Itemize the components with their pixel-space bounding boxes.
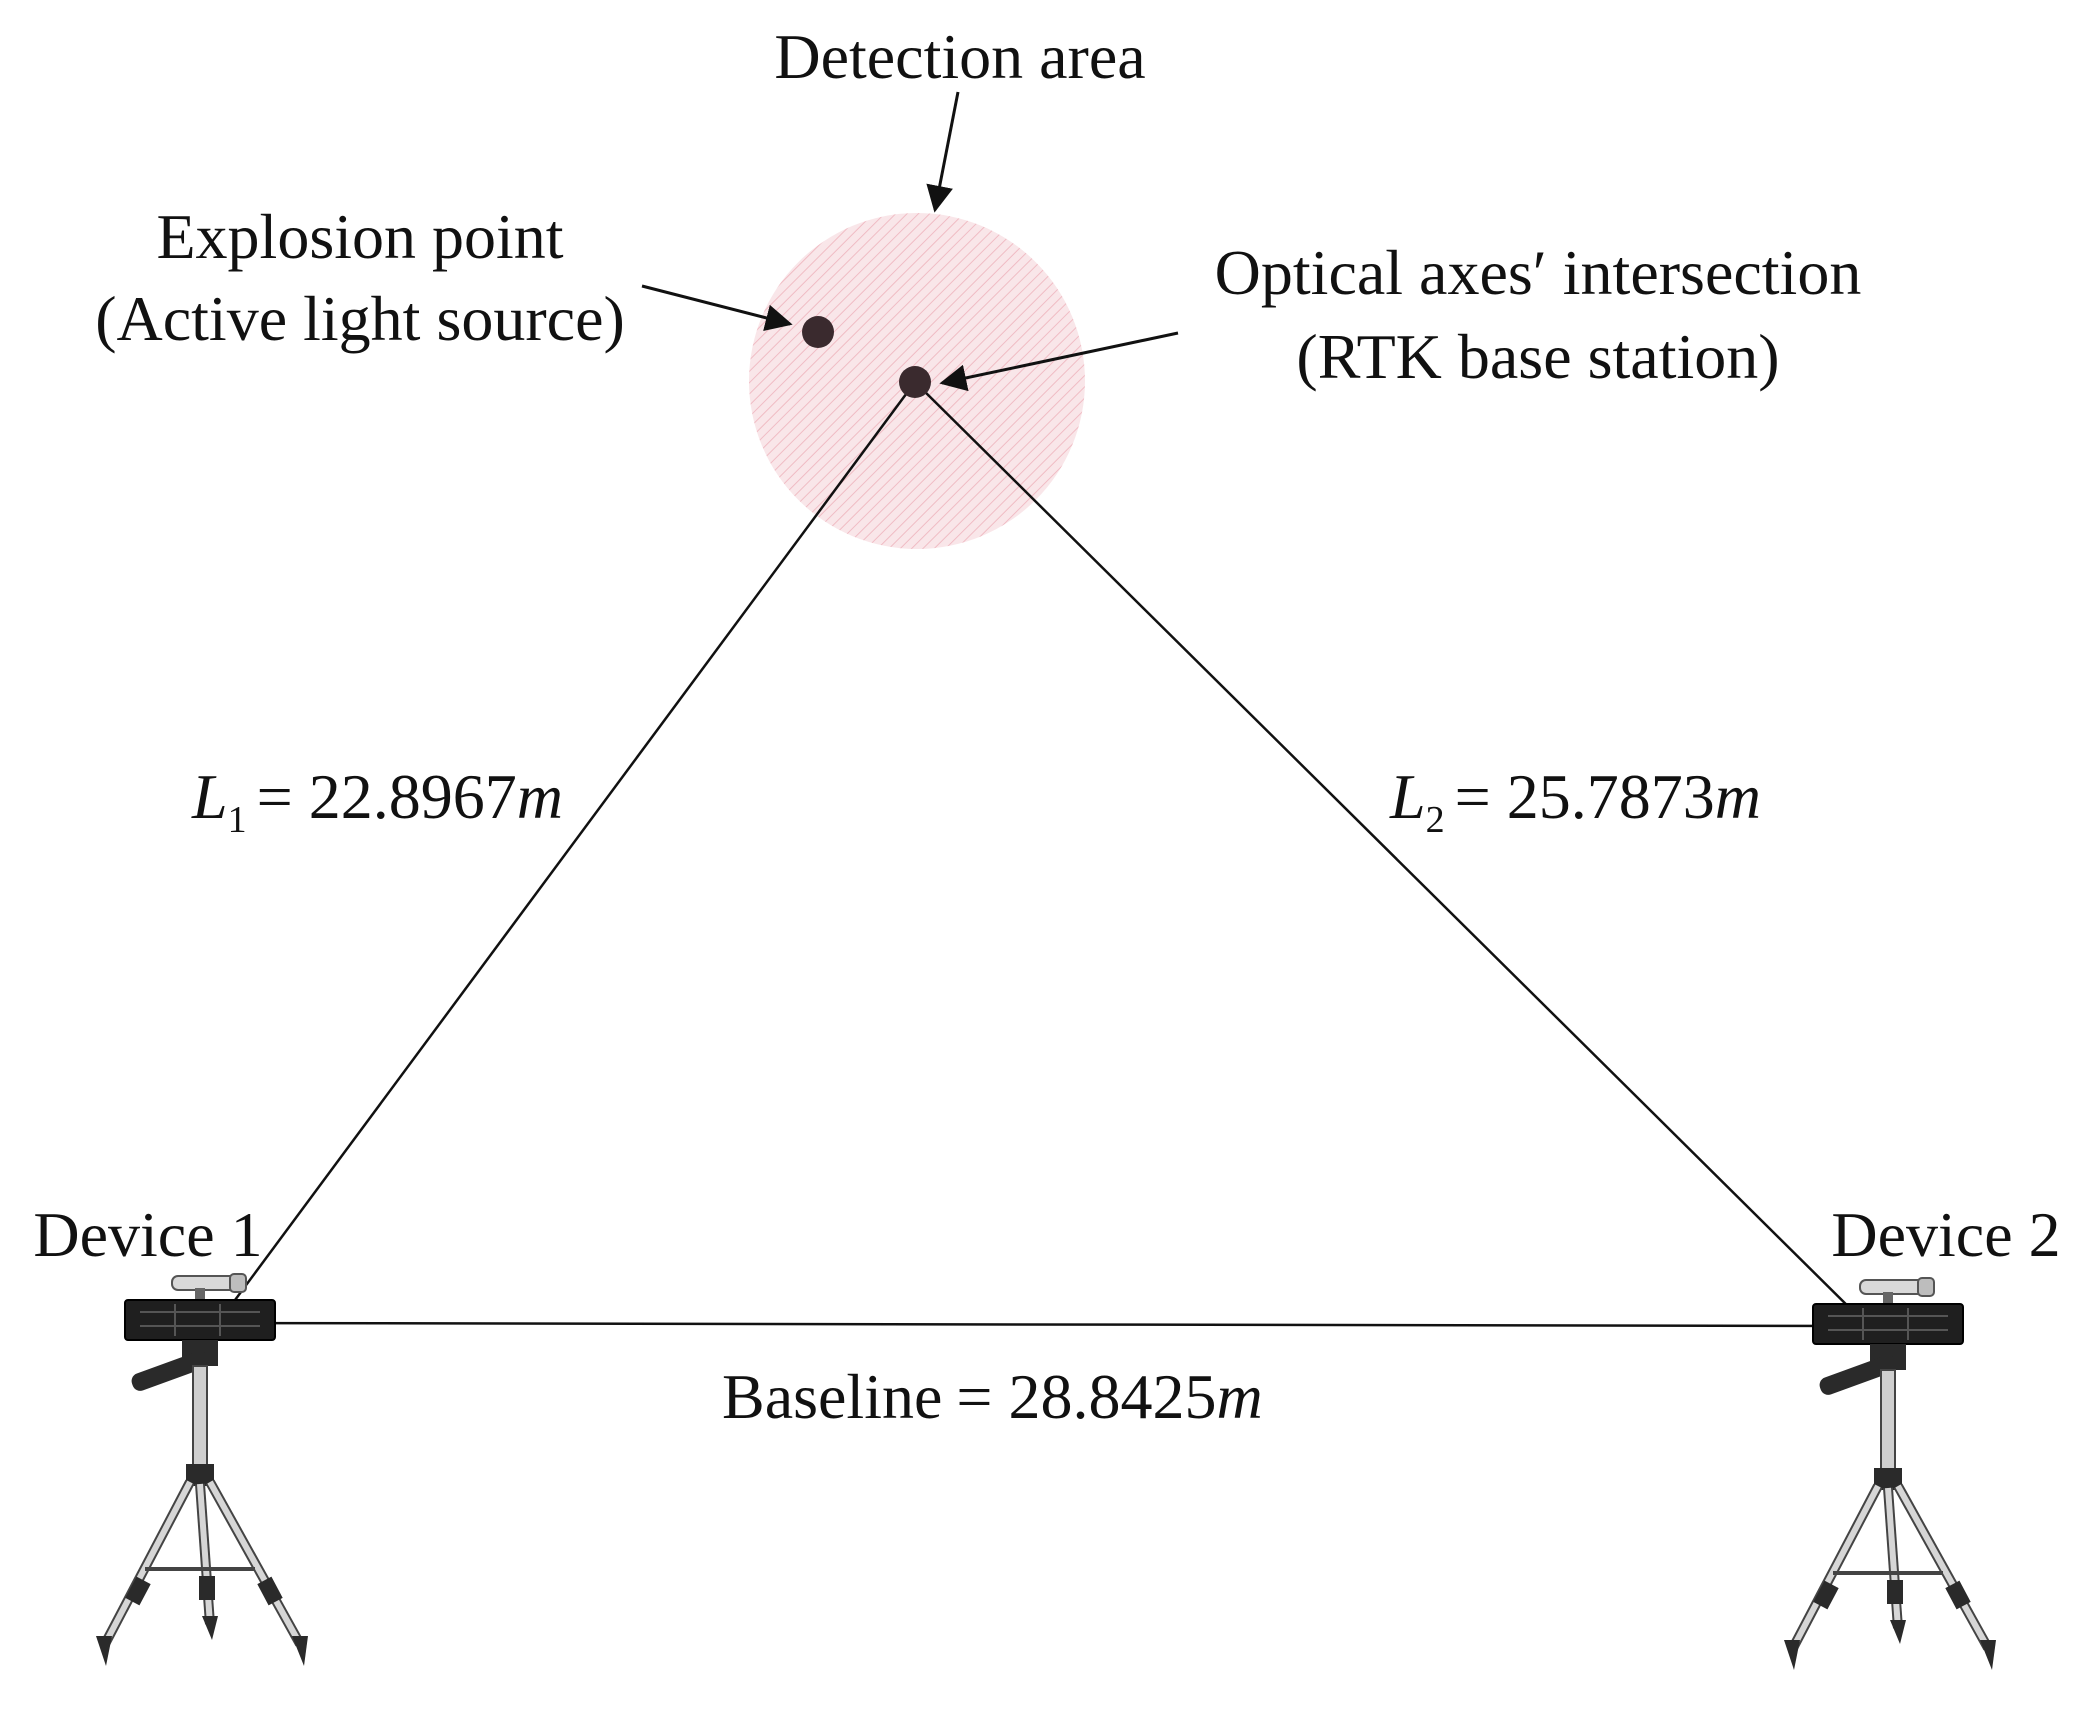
- arrow-explosion-point: [641, 284, 793, 332]
- baseline-unit: m: [1216, 1361, 1262, 1432]
- baseline-measurement: Baseline= 28.8425m: [722, 1361, 1263, 1432]
- l2-var: L: [1389, 761, 1426, 832]
- device2-tripod: [1784, 1278, 1996, 1670]
- arrow-detection-area: [926, 91, 960, 213]
- arrow-intersection: [939, 331, 1179, 392]
- l1-sub: 1: [228, 799, 247, 841]
- baseline-line: [217, 1321, 1869, 1328]
- detection-area-label: Detection area: [774, 21, 1145, 92]
- l2-unit: m: [1715, 761, 1761, 832]
- l1-unit: m: [517, 761, 563, 832]
- device2-label: Device 2: [1831, 1199, 2060, 1270]
- baseline-value: = 28.8425: [956, 1361, 1216, 1432]
- baseline-name: Baseline: [722, 1361, 942, 1432]
- device1-label: Device 1: [33, 1199, 262, 1270]
- device1-tripod: [96, 1274, 308, 1666]
- line-l1: [216, 381, 917, 1324]
- intersection-label-1: Optical axes′ intersection: [1215, 237, 1862, 308]
- explosion-point: [802, 316, 834, 348]
- l2-sub: 2: [1426, 799, 1445, 841]
- intersection-label-2: (RTK base station): [1296, 321, 1779, 392]
- l2-measurement: L2= 25.7873m: [1389, 761, 1761, 841]
- explosion-point-label-1: Explosion point: [156, 201, 563, 272]
- l1-value: = 22.8967: [257, 761, 517, 832]
- l1-var: L: [191, 761, 228, 832]
- line-l2: [914, 381, 1869, 1327]
- l2-value: = 25.7873: [1455, 761, 1715, 832]
- optical-axes-intersection-point: [899, 366, 931, 398]
- explosion-point-label-2: (Active light source): [95, 283, 625, 354]
- l1-measurement: L1= 22.8967m: [191, 761, 563, 841]
